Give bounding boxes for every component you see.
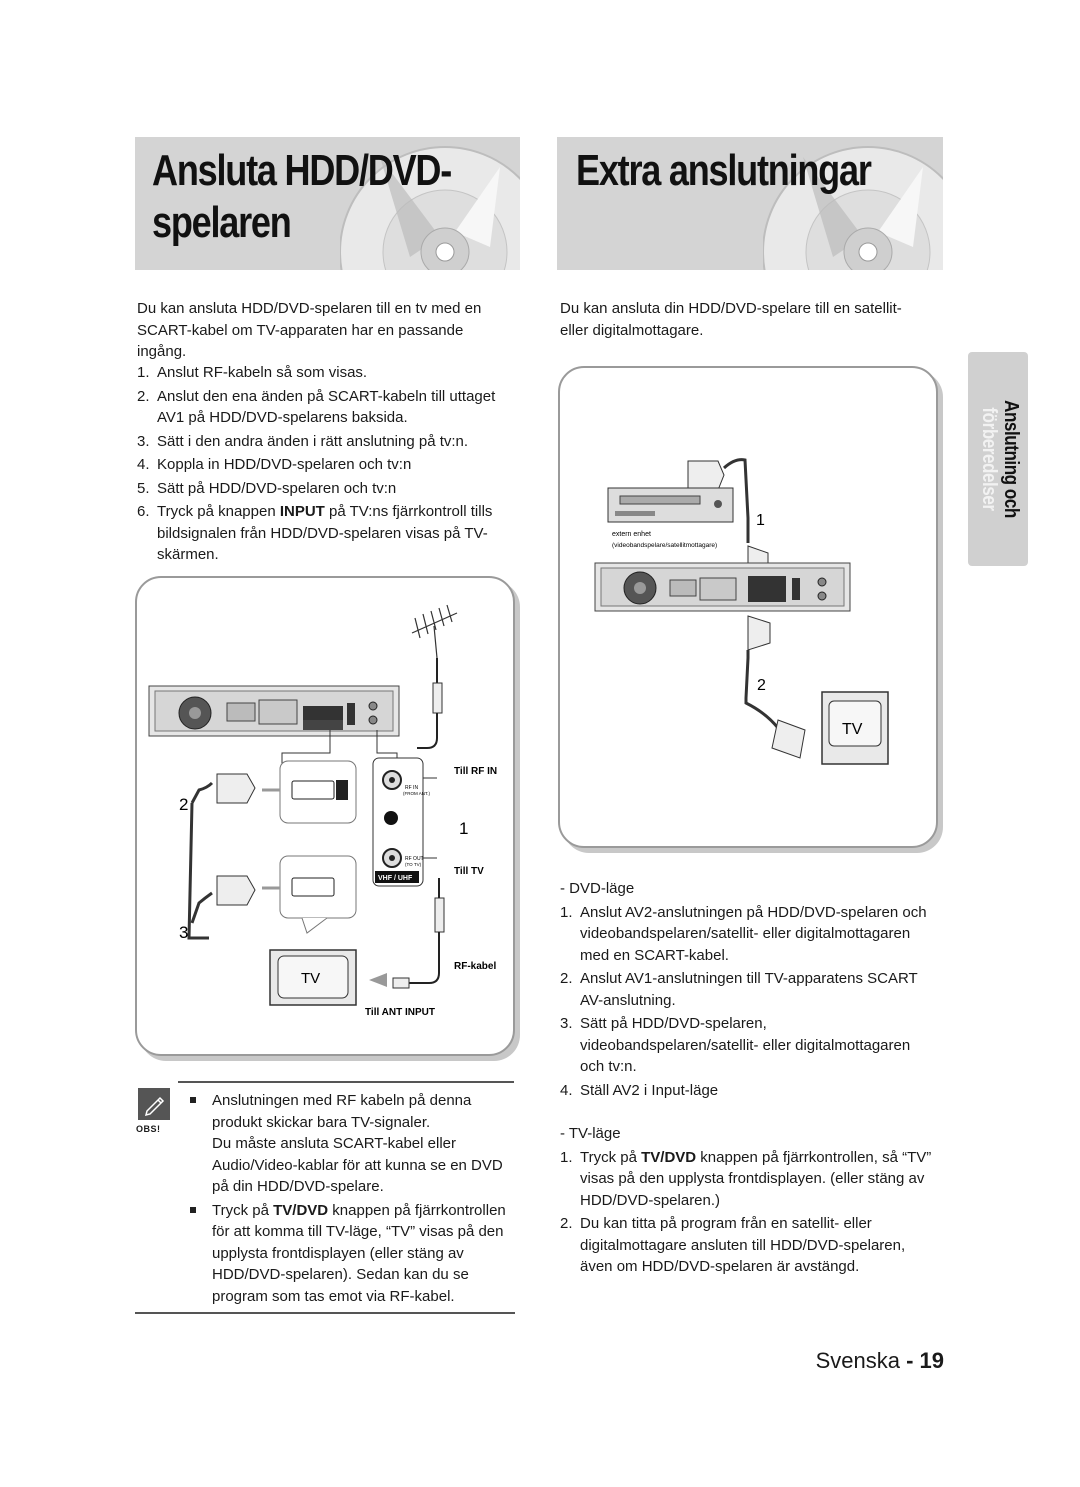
- page-title-left: Ansluta HDD/DVD- spelaren: [152, 145, 452, 249]
- left-diagram-panel: 2 3 1 Till RF IN Till TV RF-kabel Till A…: [135, 576, 515, 1056]
- list-item: 1.Anslut RF-kabeln så som visas.: [137, 364, 368, 381]
- page-footer: Svenska - 19: [816, 1348, 944, 1374]
- scart-plug-icon: [771, 719, 806, 759]
- scart-plug-icon: [687, 460, 725, 491]
- page-number: 19: [919, 1348, 944, 1373]
- extern-device-label: extern enhet: [612, 531, 651, 538]
- title-line-1: Extra anslutningar: [576, 146, 872, 195]
- note-icon: [138, 1088, 170, 1120]
- disc-icon: [340, 146, 520, 270]
- step-label-3: 3: [179, 923, 188, 942]
- step-label-1: 1: [459, 819, 468, 838]
- list-item: Tryck på TV/DVD knappen på fjärrkontroll…: [190, 1200, 516, 1308]
- tv-label: TV: [842, 721, 863, 738]
- list-item: 2.Du kan titta på program från en satell…: [560, 1215, 906, 1275]
- dvd-mode-heading: - DVD-läge: [560, 880, 635, 897]
- bullet-icon: [190, 1206, 196, 1213]
- section-side-tab: Anslutning och förberedelser: [968, 352, 1028, 566]
- side-tab-line-2: förberedelser: [978, 407, 1000, 511]
- right-diagram-panel: 1 2 TV extern enhet (videobandspelare/sa…: [558, 366, 938, 848]
- rf-kabel-label: RF-kabel: [454, 961, 496, 972]
- step-label-1: 1: [756, 512, 765, 529]
- tv-icon: [269, 949, 357, 1006]
- list-item: 4.Koppla in HDD/DVD-spelaren och tv:n: [137, 456, 412, 473]
- list-item: 4.Ställ AV2 i Input-läge: [560, 1081, 719, 1099]
- scart-plug-icon: [190, 773, 256, 804]
- list-item: 2.Anslut den ena änden på SCART-kabeln t…: [137, 387, 496, 427]
- page-title-right: Extra anslutningar: [576, 145, 872, 197]
- obs-notes: Anslutningen med RF kabeln på denna prod…: [190, 1090, 516, 1307]
- left-steps-list: 1.Anslut RF-kabeln så som visas. 2.Anslu…: [137, 362, 509, 566]
- vcr-device-icon: [607, 487, 734, 523]
- tv-label: TV: [301, 970, 320, 987]
- dvd-mode-section: - DVD-läge 1.Anslut AV2-anslutningen på …: [560, 878, 932, 1101]
- step-label-2: 2: [179, 795, 188, 814]
- extern-device-sublabel: (videobandspelare/satellitmottagare): [612, 542, 717, 549]
- list-item: Anslutningen med RF kabeln på denna prod…: [190, 1090, 516, 1198]
- side-tab-line-1: Anslutning och: [1000, 400, 1022, 518]
- from-ant-label: (FROM ANT.): [403, 791, 430, 796]
- till-tv-label: Till TV: [454, 866, 484, 877]
- rf-out-label: RF OUT: [405, 856, 424, 862]
- tv-mode-heading: - TV-läge: [560, 1125, 621, 1142]
- obs-top-rule: [178, 1081, 514, 1083]
- obs-bottom-rule: [135, 1312, 515, 1314]
- scart-plug-icon: [747, 615, 771, 651]
- list-item: 6.Tryck på knappen INPUT på TV:ns fjärrk…: [137, 503, 493, 563]
- rf-connector-panel: [372, 757, 424, 887]
- till-ant-input-label: Till ANT INPUT: [365, 1007, 435, 1018]
- title-line-2: spelaren: [152, 198, 292, 247]
- rf-scart-connection-diagram: 2 3 1 Till RF IN Till TV RF-kabel Till A…: [148, 604, 497, 1018]
- tv-icon: [821, 691, 889, 765]
- rf-in-label: RF IN: [405, 785, 418, 791]
- left-title-box: Ansluta HDD/DVD- spelaren: [135, 137, 520, 270]
- list-item: 2.Anslut AV1-anslutningen till TV-appara…: [560, 970, 918, 1009]
- hdd-dvd-recorder-rear: [594, 562, 851, 612]
- right-title-box: Extra anslutningar: [557, 137, 943, 270]
- obs-label: OBS!: [136, 1124, 161, 1134]
- step-label-2: 2: [757, 677, 766, 694]
- footer-separator: -: [899, 1348, 920, 1373]
- antenna-icon: [411, 604, 458, 659]
- title-line-1: Ansluta HDD/DVD-: [152, 146, 452, 195]
- bullet-icon: [190, 1097, 196, 1103]
- to-tv-label: (TO TV): [405, 862, 422, 867]
- tv-mode-section: - TV-läge 1.Tryck på TV/DVD knappen på f…: [560, 1123, 935, 1278]
- hdd-dvd-recorder-rear: [148, 685, 400, 737]
- list-item: 1.Tryck på TV/DVD knappen på fjärrkontro…: [560, 1148, 932, 1209]
- satellite-connection-diagram: 1 2 TV extern enhet (videobandspelare/sa…: [594, 458, 889, 765]
- list-item: 3.Sätt på HDD/DVD-spelaren, videobandspe…: [560, 1015, 911, 1075]
- list-item: 3.Sätt i den andra änden i rätt anslutni…: [137, 432, 469, 450]
- vhf-uhf-label: VHF / UHF: [378, 875, 413, 882]
- left-intro: Du kan ansluta HDD/DVD-spelaren till en …: [137, 300, 482, 360]
- footer-language: Svenska: [815, 1348, 900, 1373]
- disc-icon: [763, 146, 943, 270]
- scart-plug-icon: [190, 875, 256, 924]
- list-item: 5.Sätt på HDD/DVD-spelaren och tv:n: [137, 479, 397, 497]
- right-intro: Du kan ansluta din HDD/DVD-spelare till …: [560, 300, 902, 339]
- till-rf-in-label: Till RF IN: [454, 766, 497, 777]
- list-item: 1.Anslut AV2-anslutningen på HDD/DVD-spe…: [560, 903, 927, 964]
